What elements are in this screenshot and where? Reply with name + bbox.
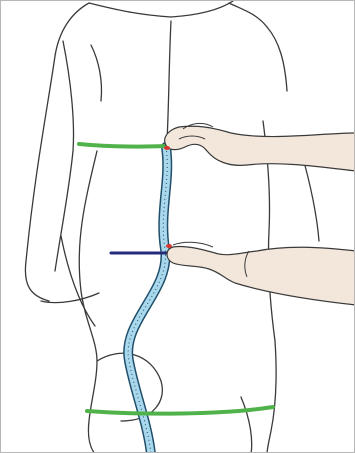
head-base-line bbox=[171, 1, 233, 17]
body-outline bbox=[25, 1, 319, 453]
upper-hand-shape bbox=[165, 126, 355, 171]
lower-nail-icon bbox=[166, 244, 172, 248]
leg-right-line bbox=[241, 397, 252, 453]
spine-upper bbox=[167, 21, 171, 141]
lower-hand bbox=[166, 242, 355, 305]
shoulder-line bbox=[79, 144, 168, 147]
right-shoulder bbox=[267, 27, 287, 91]
neck-right-line bbox=[229, 3, 267, 27]
hip-right-contour bbox=[267, 341, 276, 453]
left-arm-inner bbox=[55, 41, 74, 271]
lower-hand-shape bbox=[167, 246, 355, 305]
left-hand-behind bbox=[41, 293, 99, 303]
neck-left-line bbox=[89, 3, 171, 17]
waist-fold-left bbox=[61, 236, 95, 326]
upper-hand bbox=[164, 123, 355, 171]
shoulder-blade-left bbox=[91, 45, 102, 101]
upper-nail-icon bbox=[164, 146, 170, 150]
